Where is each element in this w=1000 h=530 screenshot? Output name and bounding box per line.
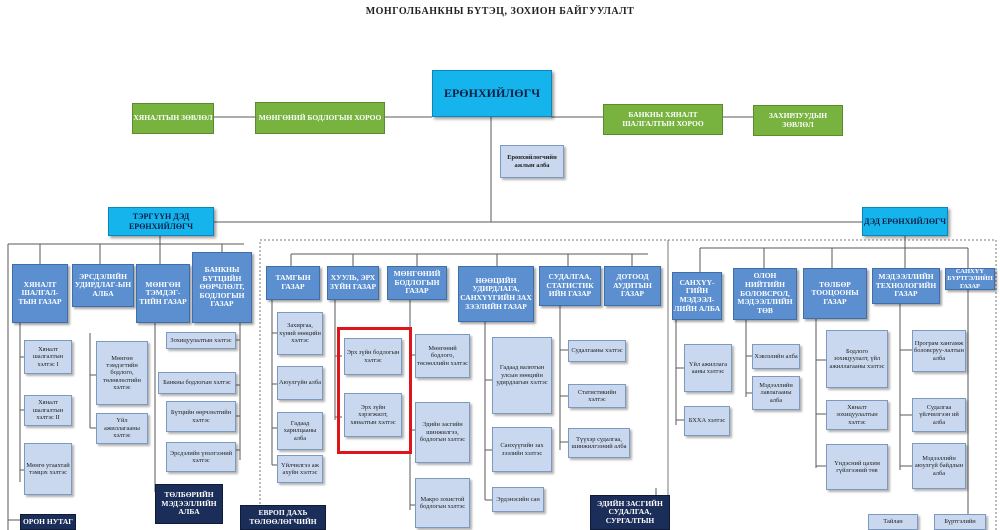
mid-dept-4-sub-3: Эрдэнэсийн сан [492,487,544,512]
right-dept-4-sub-3: Мэдээллийн аюулгүй байдлын алба [912,443,966,489]
first-deputy-governor-box: ТЭРГҮҮН ДЭД ЕРӨНХИЙЛӨГЧ [108,207,214,236]
right-dept-3-sub-2: Хяналт зохицуулалтын хэлтэс [826,400,888,430]
right-dept-5-sub-1: Тайлан [868,514,918,530]
right-dept-5-sub-2: Бүртгэлийн [934,514,986,530]
governor-office-box: Ерөнхийлөгчийн ажлын алба [500,145,564,178]
left-dept-1-sub-1: Хяналт шалгалтын хэлтэс I [24,340,72,374]
mid-dept-4-sub-1: Гадаад валютын улсын нөөцийн удирдлагын … [492,337,552,414]
mid-dept-2-sub-2: Эрх зүйн хэрэгжилт, хяналтын хэлтэс [344,393,402,437]
left-dept-1-head: ХЯНАЛТ ШАЛГАЛ-ТЫН ГАЗАР [12,264,68,323]
left-dept-4-sub-4: Эрсдэлийн үнэлгээний хэлтэс [166,442,236,472]
mid-dept-3-head: МӨНГӨНИЙ БОДЛОГЫН ГАЗАР [387,266,447,300]
left-dept-4-head: БАНКНЫ БҮТЦИЙН ӨӨРЧЛӨЛТ, БОДЛОГЫН ГАЗАР [192,252,252,323]
right-dept-3-sub-1: Бодлого зохицуулалт, үйл ажиллагааны хэл… [826,330,888,388]
monetary-policy-committee-box: МӨНГӨНИЙ БОДЛОГЫН ХОРОО [255,102,385,134]
governor-box: ЕРӨНХИЙЛӨГЧ [432,70,552,117]
mid-dept-2-head: ХУУЛЬ, ЭРХ ЗҮЙН ГАЗАР [327,266,379,300]
right-dept-2-sub-1: Хэвлэлийн алба [752,344,800,369]
mid-dept-2-sub-1: Эрх зүйн бодлогын хэлтэс [344,338,402,375]
right-dept-2-head: ОЛОН НИЙТИЙН БОЛОВСРОЛ, МЭДЭЭЛЛИЙН ТӨВ [733,268,797,320]
right-dept-5-head: САНХҮҮ БҮРТГЭЛИЙН ГАЗАР [945,268,995,290]
left-dept-3-sub-2: Үйл ажиллагааны хэлтэс [96,413,148,444]
mid-dept-1-sub-2: Аюулгүйн алба [277,366,323,400]
mid-dept-1-sub-1: Захиргаа, хүний нөөцийн хэлтэс [277,312,323,355]
deputy-governor-box: ДЭД ЕРӨНХИЙЛӨГЧ [862,207,948,236]
left-dept-1-sub-2: Хяналт шалгалтын хэлтэс II [24,395,72,426]
left-dept-2-head: ЭРСДЭЛИЙН УДИРДЛАГ-ЫН АЛБА [72,264,134,307]
right-dept-1-sub-1: Үйл ажиллага ааны хэлтэс [684,344,732,392]
mid-dept-1-head: ТАМГЫН ГАЗАР [266,266,320,300]
left-dept-3-head: МӨНГӨН ТЭМДЭГ-ТИЙН ГАЗАР [136,264,190,323]
mid-economic-research-center: ЭДИЙН ЗАСГИЙН СУДАЛГАА, СУРГАЛТЫН [590,495,670,530]
left-payment-info-office: ТӨЛБӨРИЙН МЭДЭЭЛЛИЙН АЛБА [155,484,223,524]
right-dept-1-head: САНХҮҮ-ГИЙН МЭДЭЭЛ-ЛИЙН АЛБА [672,272,722,320]
mid-dept-3-sub-1: Мөнгөний бодлого, төсөөллийн хэлтэс [415,334,470,378]
audit-council-box: ХЯНАЛТЫН ЗӨВЛӨЛ [132,103,214,134]
mid-dept-5-sub-1: Судалгааны хэлтэс [568,340,626,362]
right-dept-3-sub-3: Үндэсний цахим гүйлгээний төв [826,444,888,490]
mid-dept-1-sub-4: Үйлчилгээ аж ахуйн хэлтэс [277,455,323,483]
mid-dept-4-head: НӨӨЦИЙН УДИРДЛАГА, САНХҮҮГИЙН ЗАХ ЗЭЭЛИЙ… [458,266,534,322]
mid-dept-3-sub-3: Макро зохистой бодлогын хэлтэс [415,478,470,528]
mid-dept-6-head: ДОТООД АУДИТЫН ГАЗАР [604,266,661,306]
mid-dept-3-sub-2: Эдийн засгийн шинжилгээ, бодлогын хэлтэс [415,402,470,463]
board-of-directors-box: ЗАХИРЛУУДЫН ЗӨВЛӨЛ [753,105,843,136]
highlight-frame [337,327,412,454]
left-dept-4-sub-1: Зохицуулалтын хэлтэс [166,332,236,349]
right-dept-4-sub-2: Судалгаа үйлчилгээн ий алба [912,398,966,432]
bank-supervision-committee-box: БАНКНЫ ХЯНАЛТ ШАЛГАЛТЫН ХОРОО [603,104,723,135]
mid-dept-4-sub-2: Санхүүгийн зах зээлийн хэлтэс [492,427,552,472]
left-dept-4-sub-2: Банкны бодлогын хэлтэс [158,372,236,394]
mid-dept-5-sub-3: Түүхэр судалгаа, шинжилгээний алба [568,428,630,458]
right-dept-3-head: ТӨЛБӨР ТООЦООНЫ ГАЗАР [803,268,867,319]
right-dept-2-sub-2: Мэдээллийн лавлагааны алба [752,376,800,410]
mid-dept-5-head: СУДАЛГАА, СТАТИСТИК ИЙН ГАЗАР [539,266,601,306]
left-dept-3-sub-1: Мөнгөн тэмдэгтийн бодлого, төлөвлөлтийн … [96,341,148,405]
right-dept-4-head: МЭДЭЭЛЛИЙН ТЕХНОЛОГИЙН ГАЗАР [872,268,940,304]
left-dept-4-sub-3: Бүтцийн өөрчлөлтийн хэлтэс [166,401,236,432]
left-local-branch: ОРОН НУТАГ [20,514,76,530]
mid-dept-1-sub-3: Гадаад харилцааны алба [277,412,323,450]
right-dept-4-sub-1: Програм хангамж боловсруу-лалтын алба [912,330,966,372]
mid-europe-office: ЕВРОП ДАХЬ ТӨЛӨӨЛӨГЧИЙН [240,505,326,530]
right-dept-1-sub-2: БХХА хэлтэс [684,406,730,436]
left-dept-1-sub-3: Мөнгө угаахтай тэмцэх хэлтэс [24,443,72,495]
mid-dept-5-sub-2: Статистикийн хэлтэс [568,384,626,408]
page-title: МОНГОЛБАНКНЫ БҮТЭЦ, ЗОХИОН БАЙГУУЛАЛТ [365,6,635,17]
